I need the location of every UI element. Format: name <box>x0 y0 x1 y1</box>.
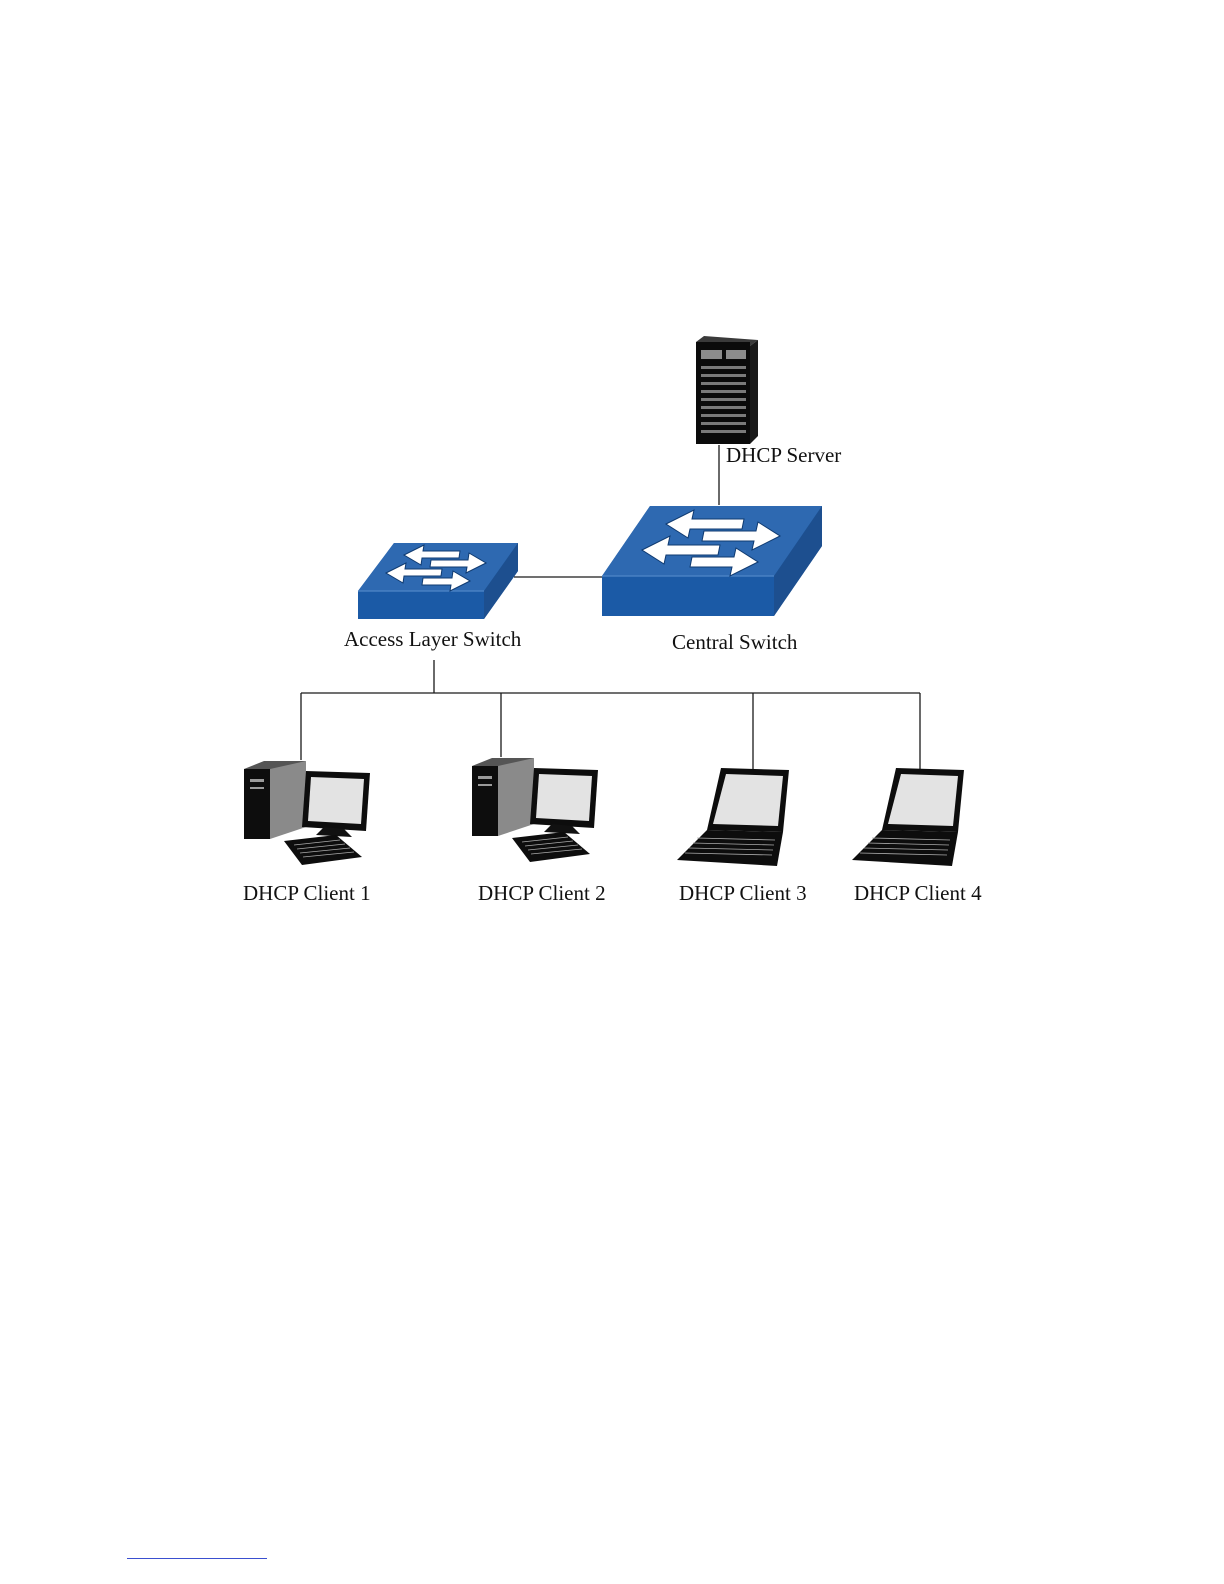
dhcp-client-4-label: DHCP Client 4 <box>854 881 982 905</box>
laptop-icon <box>677 768 789 866</box>
laptop-icon <box>852 768 964 866</box>
desktop-computer-icon <box>472 758 598 862</box>
dhcp-client-2-label: DHCP Client 2 <box>478 881 606 905</box>
desktop-computer-icon <box>244 761 370 865</box>
dhcp-client-3-label: DHCP Client 3 <box>679 881 807 905</box>
server-tower-icon <box>696 336 758 444</box>
central-switch-label: Central Switch <box>672 630 798 654</box>
dhcp-server-label: DHCP Server <box>726 443 841 467</box>
footnote-separator <box>127 1558 267 1559</box>
access-switch-label: Access Layer Switch <box>344 627 522 651</box>
dhcp-client-1-label: DHCP Client 1 <box>243 881 371 905</box>
access-switch-icon <box>358 543 518 619</box>
central-switch-icon <box>602 506 822 616</box>
